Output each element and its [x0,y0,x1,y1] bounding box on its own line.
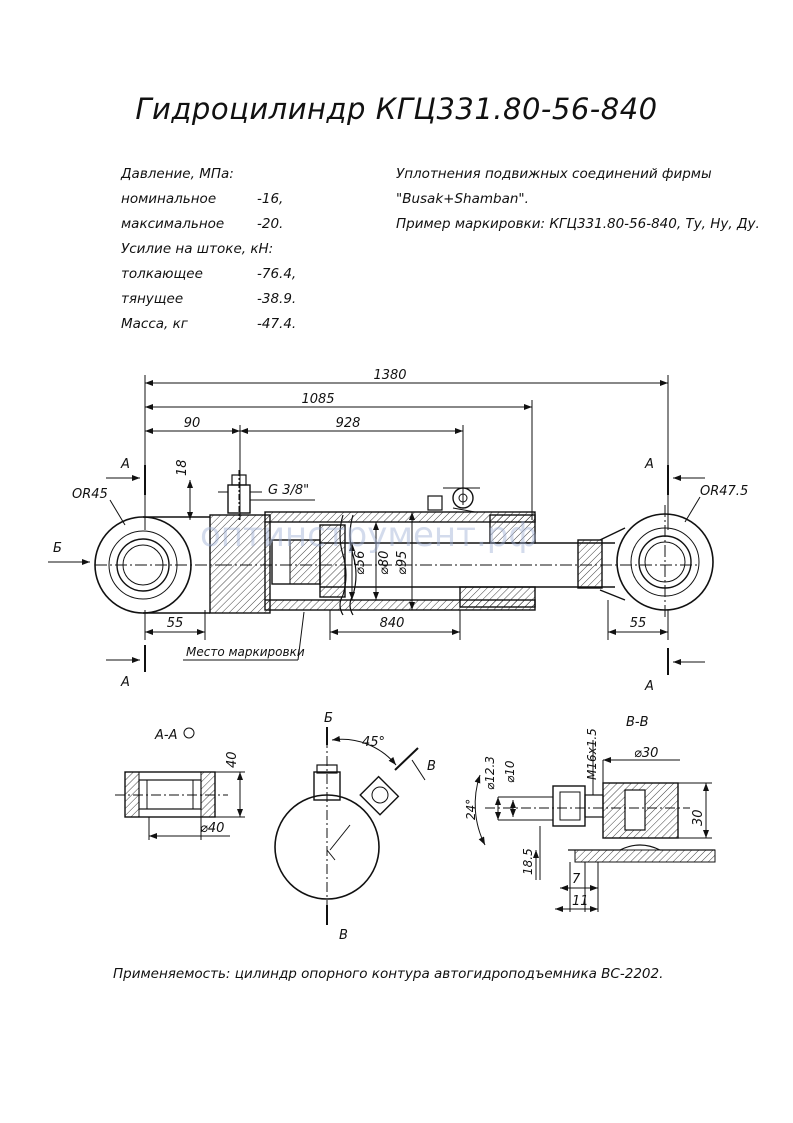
spec-value: -38.9. [257,291,297,307]
spec-label: толкающее [121,266,203,282]
section-b-marker: Б [53,541,62,556]
spec-label: максимальное [121,216,225,232]
dim-1085: 1085 [301,392,334,407]
dim-55-right: 55 [630,616,647,631]
view-vv-dim-18-5: 18.5 [521,848,535,875]
view-vv [474,740,716,912]
spec-label: номинальное [121,191,217,207]
view-vv-angle-24: 24° [464,799,478,820]
dia-56: ⌀56 [353,551,368,575]
section-a-bottom-left: А [120,675,130,690]
seal-note: Уплотнения подвижных соединений фирмы [396,166,712,182]
page-title: Гидроцилиндр КГЦ331.80-56-840 [135,92,658,126]
spec-value: -47.4. [257,316,297,332]
spec-label: Усилие на штоке, кН: [121,241,274,257]
view-aa-dim-40: 40 [225,751,240,768]
seal-brand: "Busak+Shamban". [396,191,529,207]
dim-18: 18 [175,459,190,476]
dim-90: 90 [184,416,201,431]
dia-95: ⌀95 [395,551,410,575]
view-b [274,727,426,925]
section-a-bottom-right: А [644,679,654,694]
view-vv-dim-11: 11 [572,894,589,909]
radius-right: OR47.5 [700,484,748,499]
view-b-title: Б [324,711,333,726]
marking-label: Место маркировки [186,645,305,659]
thread-label: G 3/8" [268,483,309,498]
spec-value: -20. [257,216,284,232]
view-b-label-v-bottom: В [339,928,348,943]
applicability-note: Применяемость: цилиндр опорного контура … [113,966,664,982]
radius-left: OR45 [72,487,108,502]
dim-55-left: 55 [167,616,184,631]
view-vv-dim-7: 7 [572,872,581,887]
view-vv-d30: ⌀30 [634,746,658,761]
dim-total: 1380 [373,368,406,383]
view-vv-d12-3: ⌀12.3 [483,756,497,790]
main-view [48,375,714,675]
view-b-label-v-top: В [427,759,436,774]
view-aa [115,727,245,840]
view-vv-d10: ⌀10 [503,760,517,783]
spec-value: -16, [257,191,284,207]
view-aa-dia-40: ⌀40 [200,821,224,836]
dim-840: 840 [380,616,405,631]
dim-928: 928 [336,416,361,431]
view-vv-title: В-В [626,715,649,730]
spec-value: -76.4, [257,266,297,282]
spec-label: Давление, МПа: [121,166,234,182]
view-b-angle: 45° [362,735,385,750]
view-vv-m16: M16x1.5 [585,728,599,780]
marking-example: Пример маркировки: КГЦ331.80-56-840, Ту,… [396,216,760,232]
watermark: оптинструмент.рф [200,515,537,555]
dia-80: ⌀80 [377,551,392,575]
view-vv-dim-30: 30 [691,809,706,826]
section-a-top-right: А [644,457,654,472]
spec-label: Масса, кг [121,316,188,332]
section-a-top-left: А [120,457,130,472]
view-aa-title: А-А [154,728,177,743]
spec-label: тянущее [121,291,184,307]
